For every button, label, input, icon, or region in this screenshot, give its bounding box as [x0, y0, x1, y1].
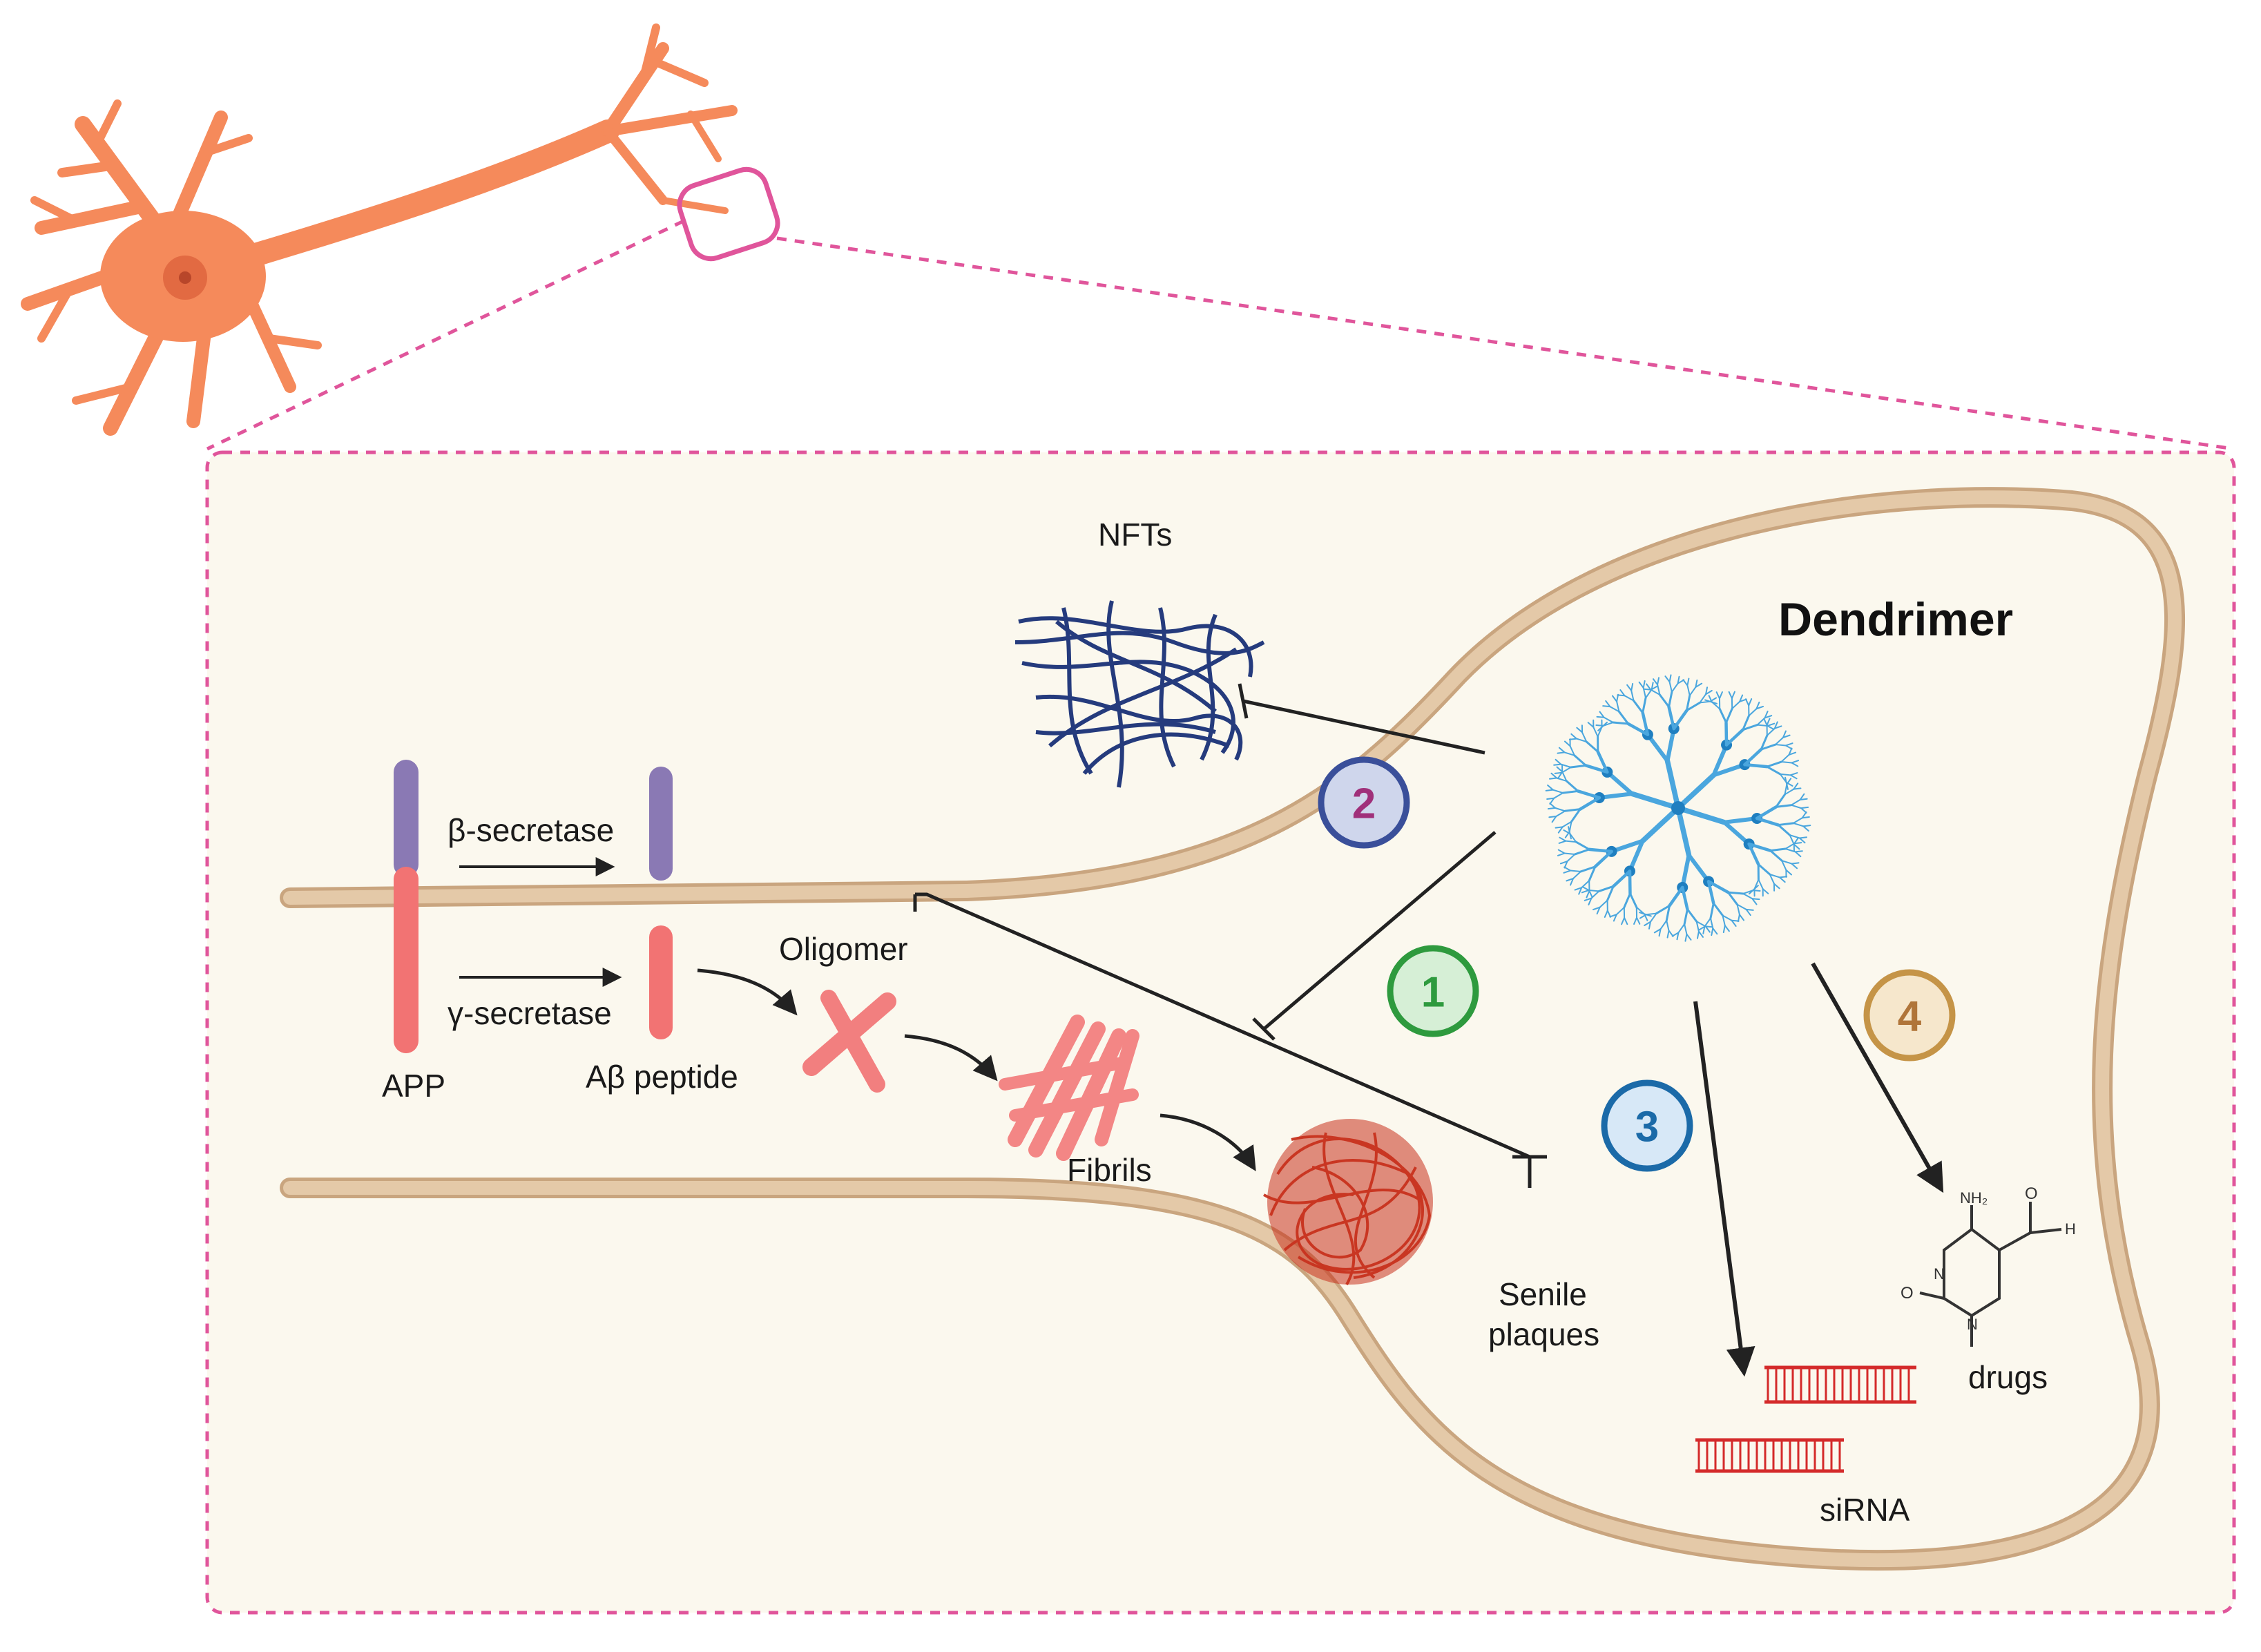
drugs-label: drugs: [1968, 1359, 2048, 1395]
fibrils-label: Fibrils: [1067, 1152, 1152, 1188]
to-plaque-arrow: [1160, 1113, 1256, 1171]
drug-h-label: H: [2065, 1220, 2076, 1238]
svg-text:2: 2: [1352, 780, 1376, 828]
zoom-box: [677, 166, 780, 262]
to-fibrils-arrow: [904, 1034, 998, 1082]
purple-fragment: [649, 767, 673, 881]
senile-plaques-label-line2: plaques: [1488, 1316, 1599, 1352]
abeta-peptide-shape: [649, 925, 673, 1039]
svg-text:3: 3: [1635, 1104, 1659, 1151]
drug-o-label-1: O: [2025, 1184, 2038, 1203]
dendrimer-shape: [1545, 674, 1811, 942]
nfts-label: NFTs: [1098, 517, 1172, 553]
fibrils-shape: [999, 1015, 1139, 1161]
svg-text:4: 4: [1898, 993, 1922, 1041]
dendrimer-label: Dendrimer: [1778, 593, 2013, 646]
oligomer-label: Oligomer: [779, 931, 908, 967]
beta-secretase-label: β-secretase: [448, 812, 614, 848]
drug-molecule-shape: [1919, 1202, 2062, 1347]
senile-plaques-label-line1: Senile: [1499, 1276, 1587, 1312]
drug-n-label-1: N: [1934, 1265, 1945, 1283]
sirna-shape: [1695, 1365, 1916, 1473]
drug-n-label-2: N: [1967, 1316, 1978, 1333]
neuron-illustration: [21, 23, 738, 436]
inhibit-abeta-line: [913, 831, 1547, 1188]
zoom-lines: [206, 219, 2235, 451]
app-label: APP: [382, 1068, 445, 1104]
to-oligomer-arrow: [697, 968, 798, 1016]
svg-text:1: 1: [1421, 969, 1445, 1017]
badge-4: 4: [1863, 969, 1956, 1062]
nft-tangle-shape: [1014, 600, 1265, 788]
abeta-peptide-label: Aβ peptide: [586, 1059, 738, 1095]
drug-delivery-arrow: [1811, 962, 1944, 1193]
sirna-delivery-arrow: [1693, 1001, 1755, 1377]
badge-1: 1: [1387, 945, 1479, 1037]
app-protein: [394, 760, 418, 1053]
drug-o-label-2: O: [1901, 1284, 1914, 1303]
senile-plaque-shape: [1263, 1119, 1433, 1285]
oligomer-shape: [802, 990, 896, 1093]
badge-2: 2: [1318, 756, 1410, 849]
membrane: [280, 487, 2186, 1571]
inhibit-nfts-line: [1238, 683, 1485, 755]
drug-nh2-label: NH₂: [1960, 1189, 1988, 1207]
gamma-secretase-label: γ-secretase: [448, 995, 612, 1031]
badge-3: 3: [1601, 1079, 1693, 1172]
sirna-label: siRNA: [1820, 1492, 1910, 1528]
